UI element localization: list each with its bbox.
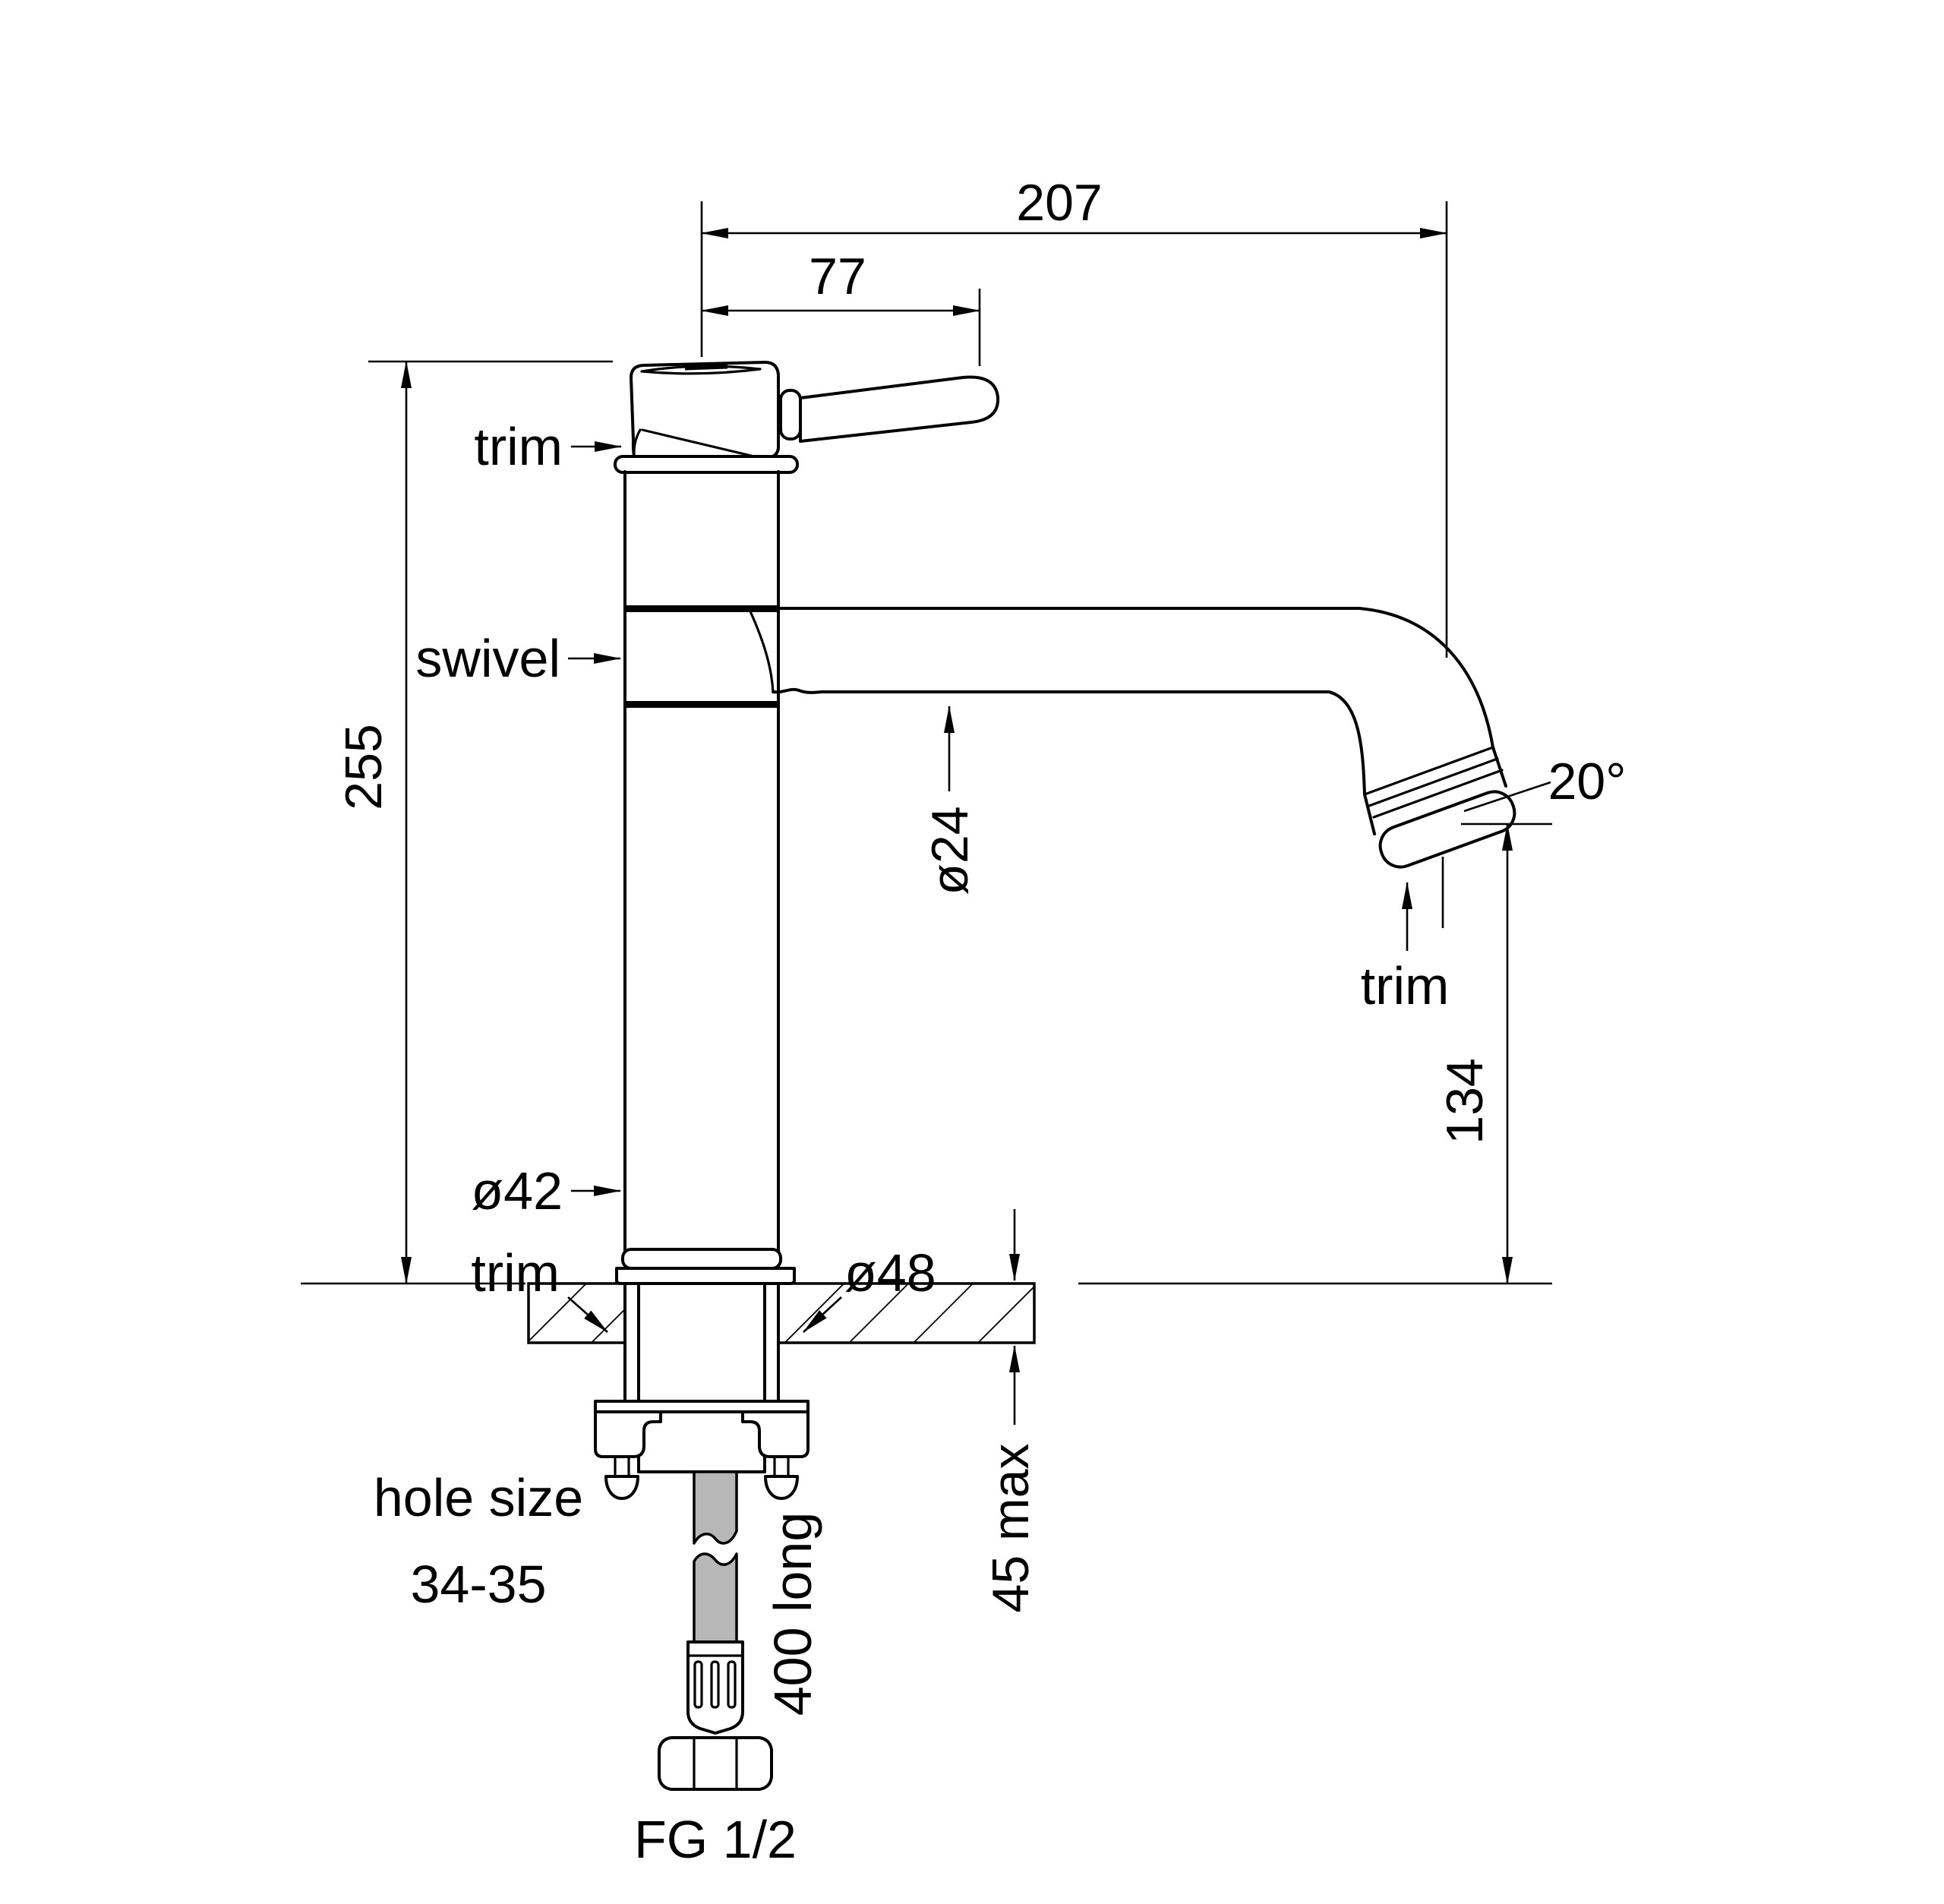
dimension-text-handle-length: 77	[809, 248, 866, 305]
head-top-slot	[684, 363, 728, 371]
clamp-block-right	[741, 1410, 809, 1458]
nozzle-side-right	[1491, 746, 1507, 788]
bench-section	[527, 1282, 1552, 1344]
callout-text-trim-spout: trim	[1361, 956, 1450, 1015]
head-skirt-seam	[641, 428, 768, 461]
hose-upper-segment	[693, 1470, 738, 1545]
flexible-hose	[658, 1470, 773, 1791]
bench-slab-right	[777, 1282, 1036, 1344]
label-hole-size: hole size 34-35	[374, 1468, 583, 1614]
dimension-bench-thickness: 45 max	[982, 1209, 1040, 1613]
angle-leader-line	[1463, 781, 1551, 813]
tap-handle	[779, 375, 1000, 443]
dimension-overall-height: 255	[301, 360, 613, 1285]
dimension-overall-reach: 207	[700, 174, 1448, 658]
tap-head	[630, 361, 780, 465]
nozzle-side-left	[1363, 793, 1376, 835]
clamp-block-left	[594, 1410, 662, 1458]
under-bench-fixing	[594, 1282, 809, 1500]
hose-length-text: 400 long	[763, 1512, 822, 1716]
dimension-text-overall-height: 255	[335, 724, 393, 810]
swivel-joint-lower	[623, 701, 780, 708]
collar-slot-1	[693, 1660, 703, 1709]
base-flange-bead	[621, 1248, 782, 1270]
spout-bend-inner	[1327, 690, 1366, 796]
dimension-text-bench-thickness: 45 max	[982, 1444, 1040, 1613]
bench-slab-left	[527, 1282, 626, 1344]
handle-lever	[799, 375, 1000, 443]
dimension-text-outlet-height: 134	[1436, 1058, 1494, 1144]
head-trim-ring	[614, 455, 799, 474]
collar-slot-2	[710, 1660, 720, 1709]
collar-slot-3	[727, 1660, 737, 1709]
head-top-seam	[640, 365, 762, 375]
hole-size-text-line1: hole size	[374, 1468, 583, 1527]
dimension-text-spout-diameter: ø24	[921, 806, 979, 895]
dimension-text-body-diameter: ø42	[471, 1161, 563, 1220]
callout-trim-spout: trim	[1361, 857, 1450, 1015]
nozzle-ridge-1	[1363, 746, 1494, 796]
nozzle-ridge-3	[1372, 769, 1504, 819]
hole-size-text-line2: 34-35	[410, 1555, 546, 1614]
tap-body	[623, 470, 780, 1253]
handle-hub	[779, 389, 802, 440]
thread-size-text: FG 1/2	[634, 1810, 797, 1869]
nozzle-ridge-2	[1368, 757, 1499, 807]
bolt-left-head	[604, 1475, 639, 1500]
callout-swivel: swivel	[415, 629, 621, 688]
dimension-handle-length: 77	[701, 248, 981, 366]
spout	[749, 607, 1516, 869]
bolt-right-head	[764, 1475, 799, 1500]
swivel-joint-upper	[623, 605, 780, 612]
clamp-plate	[594, 1400, 809, 1413]
base-trim-flange	[615, 1248, 796, 1285]
spout-mouth-curve	[749, 610, 775, 693]
hose-nut	[658, 1736, 773, 1791]
spout-bend-outer	[1358, 607, 1494, 749]
callout-text-trim-head: trim	[474, 417, 563, 476]
base-flange-skirt	[615, 1267, 796, 1285]
callout-text-swivel: swivel	[415, 629, 560, 688]
dimension-spout-angle: 20°	[1463, 753, 1627, 813]
dimension-spout-diameter: ø24	[921, 706, 979, 895]
dimension-text-overall-reach: 207	[1016, 174, 1102, 232]
spout-bottom-line	[772, 687, 1330, 694]
hose-lower-segment	[693, 1552, 738, 1644]
head-outline	[630, 361, 780, 465]
dimension-outlet-height: 134	[1436, 823, 1552, 1284]
callout-trim-head: trim	[474, 417, 622, 476]
dimension-body-diameter: ø42	[471, 1161, 621, 1220]
dimension-text-spout-angle: 20°	[1548, 753, 1627, 810]
nozzle-outlet-cap	[1378, 790, 1516, 869]
